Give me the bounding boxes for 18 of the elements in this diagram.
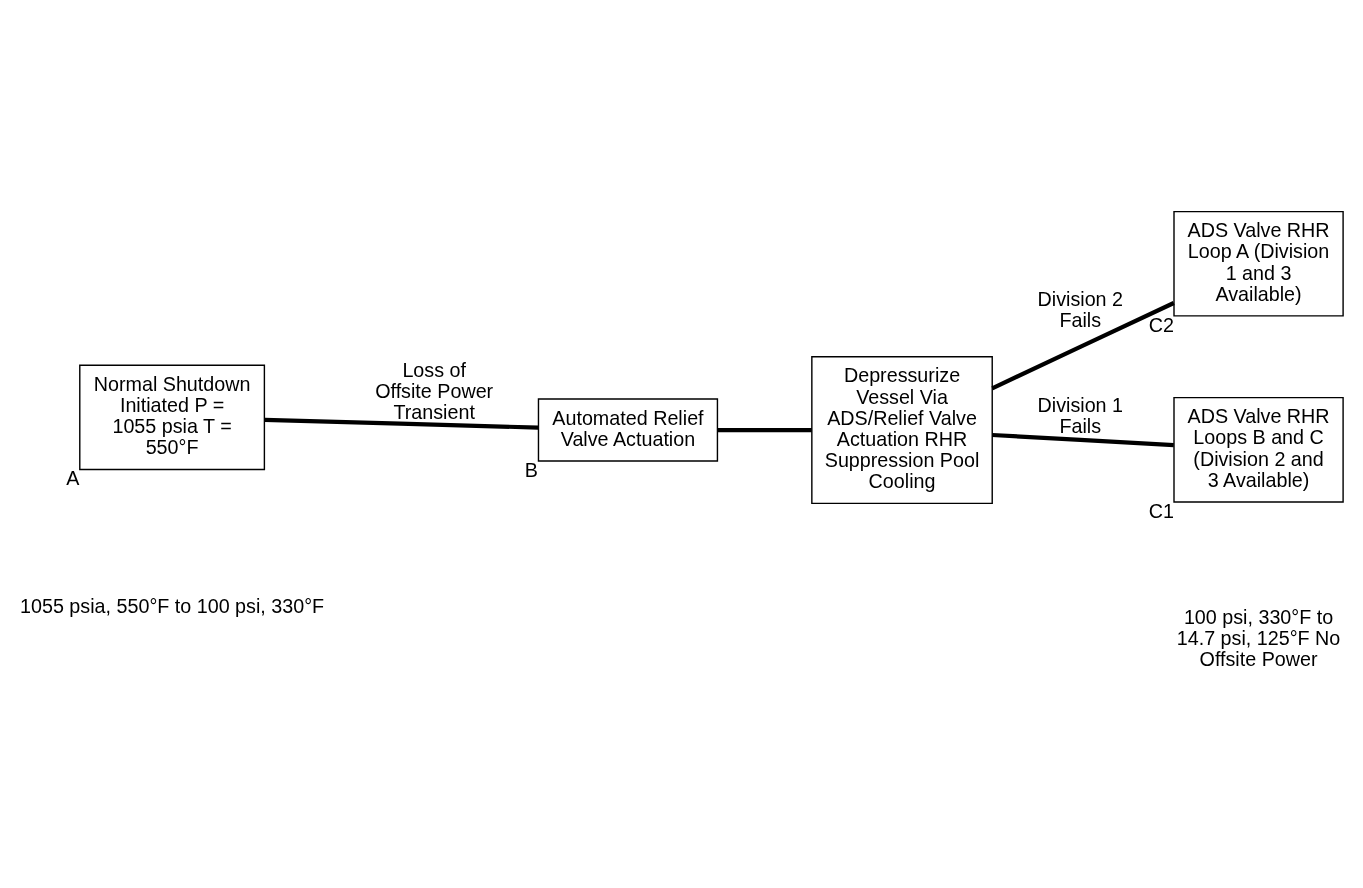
edge-label: Division 2 Fails — [1037, 287, 1124, 331]
node-box: Automated Relief Valve Actuation — [537, 397, 719, 462]
edge-label: Loss of Offsite Power Transient — [375, 358, 494, 423]
edge-label: Division 1 Fails — [1037, 393, 1124, 437]
node-box: Depressurize Vessel Via ADS/Relief Valve Actuation RHR Suppression Pool Cooling — [811, 355, 993, 504]
node-label: A — [66, 466, 80, 489]
label: 1055 psia, 550°F to 100 psi, 330°F — [20, 594, 325, 617]
node-label: C1 — [1148, 499, 1174, 522]
node-label: B — [524, 458, 538, 481]
label: 100 psi, 330°F to 14.7 psi, 125°F No Offsite Power — [1176, 605, 1341, 670]
node-box: ADS Valve RHR Loops B and C (Division 2 and 3 Available) — [1173, 396, 1344, 503]
node-box: ADS Valve RHR Loop A (Division 1 and 3 Available) — [1173, 210, 1344, 317]
connector — [264, 417, 539, 430]
node-box: Normal Shutdown Initiated P = 1055 psia T = 550°F — [79, 364, 266, 470]
connector — [991, 300, 1175, 390]
connector — [992, 432, 1174, 447]
connector — [717, 427, 812, 432]
node-label: C2 — [1148, 313, 1174, 336]
